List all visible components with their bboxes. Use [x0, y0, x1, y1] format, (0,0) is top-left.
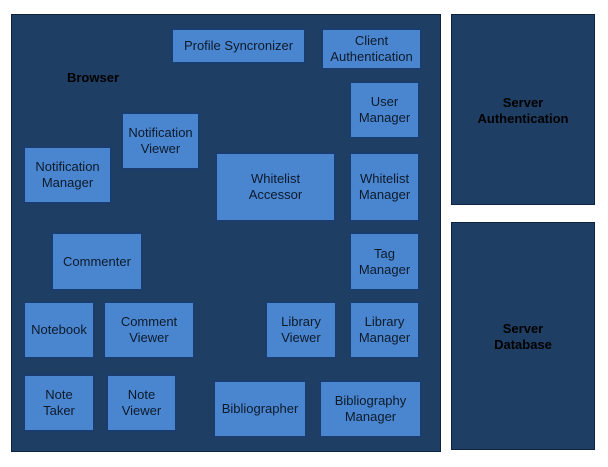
notification-viewer-label: Notification Viewer [128, 125, 193, 156]
bibliographer-label: Bibliographer [221, 401, 299, 416]
server-authentication-panel [451, 14, 595, 205]
client-authentication-label: Client Authentication [330, 33, 413, 64]
commenter-box: Commenter [51, 232, 143, 291]
profile-syncronizer-box: Profile Syncronizer [171, 28, 306, 64]
note-taker-box: Note Taker [23, 374, 95, 432]
profile-syncronizer-label: Profile Syncronizer [183, 38, 294, 53]
notification-viewer-box: Notification Viewer [121, 112, 200, 170]
user-manager-box: User Manager [349, 81, 420, 139]
notebook-label: Notebook [31, 322, 87, 337]
user-manager-label: User Manager [358, 94, 411, 125]
comment-viewer-box: Comment Viewer [103, 301, 195, 359]
bibliography-manager-box: Bibliography Manager [319, 380, 422, 438]
whitelist-manager-box: Whitelist Manager [349, 152, 420, 222]
whitelist-accessor-label: Whitelist Accessor [248, 171, 303, 202]
bibliographer-box: Bibliographer [213, 380, 307, 438]
library-viewer-box: Library Viewer [265, 301, 337, 359]
notification-manager-box: Notification Manager [23, 146, 112, 204]
whitelist-manager-label: Whitelist Manager [358, 171, 411, 202]
browser-label: Browser [66, 70, 120, 85]
server-database-panel [451, 222, 595, 450]
tag-manager-box: Tag Manager [349, 232, 420, 291]
server-authentication-label: Server Authentication [477, 95, 569, 126]
note-viewer-box: Note Viewer [106, 374, 177, 432]
library-manager-box: Library Manager [349, 301, 420, 359]
note-viewer-label: Note Viewer [121, 387, 162, 418]
server-database-label: Server Database [494, 321, 552, 352]
notification-manager-label: Notification Manager [35, 159, 100, 190]
library-viewer-label: Library Viewer [281, 314, 321, 345]
note-taker-label: Note Taker [43, 387, 75, 418]
bibliography-manager-label: Bibliography Manager [334, 393, 407, 424]
whitelist-accessor-box: Whitelist Accessor [215, 152, 336, 222]
notebook-box: Notebook [23, 301, 95, 359]
library-manager-label: Library Manager [358, 314, 411, 345]
commenter-label: Commenter [63, 253, 131, 269]
comment-viewer-label: Comment Viewer [120, 314, 178, 345]
client-authentication-box: Client Authentication [321, 28, 422, 70]
tag-manager-label: Tag Manager [358, 245, 411, 277]
